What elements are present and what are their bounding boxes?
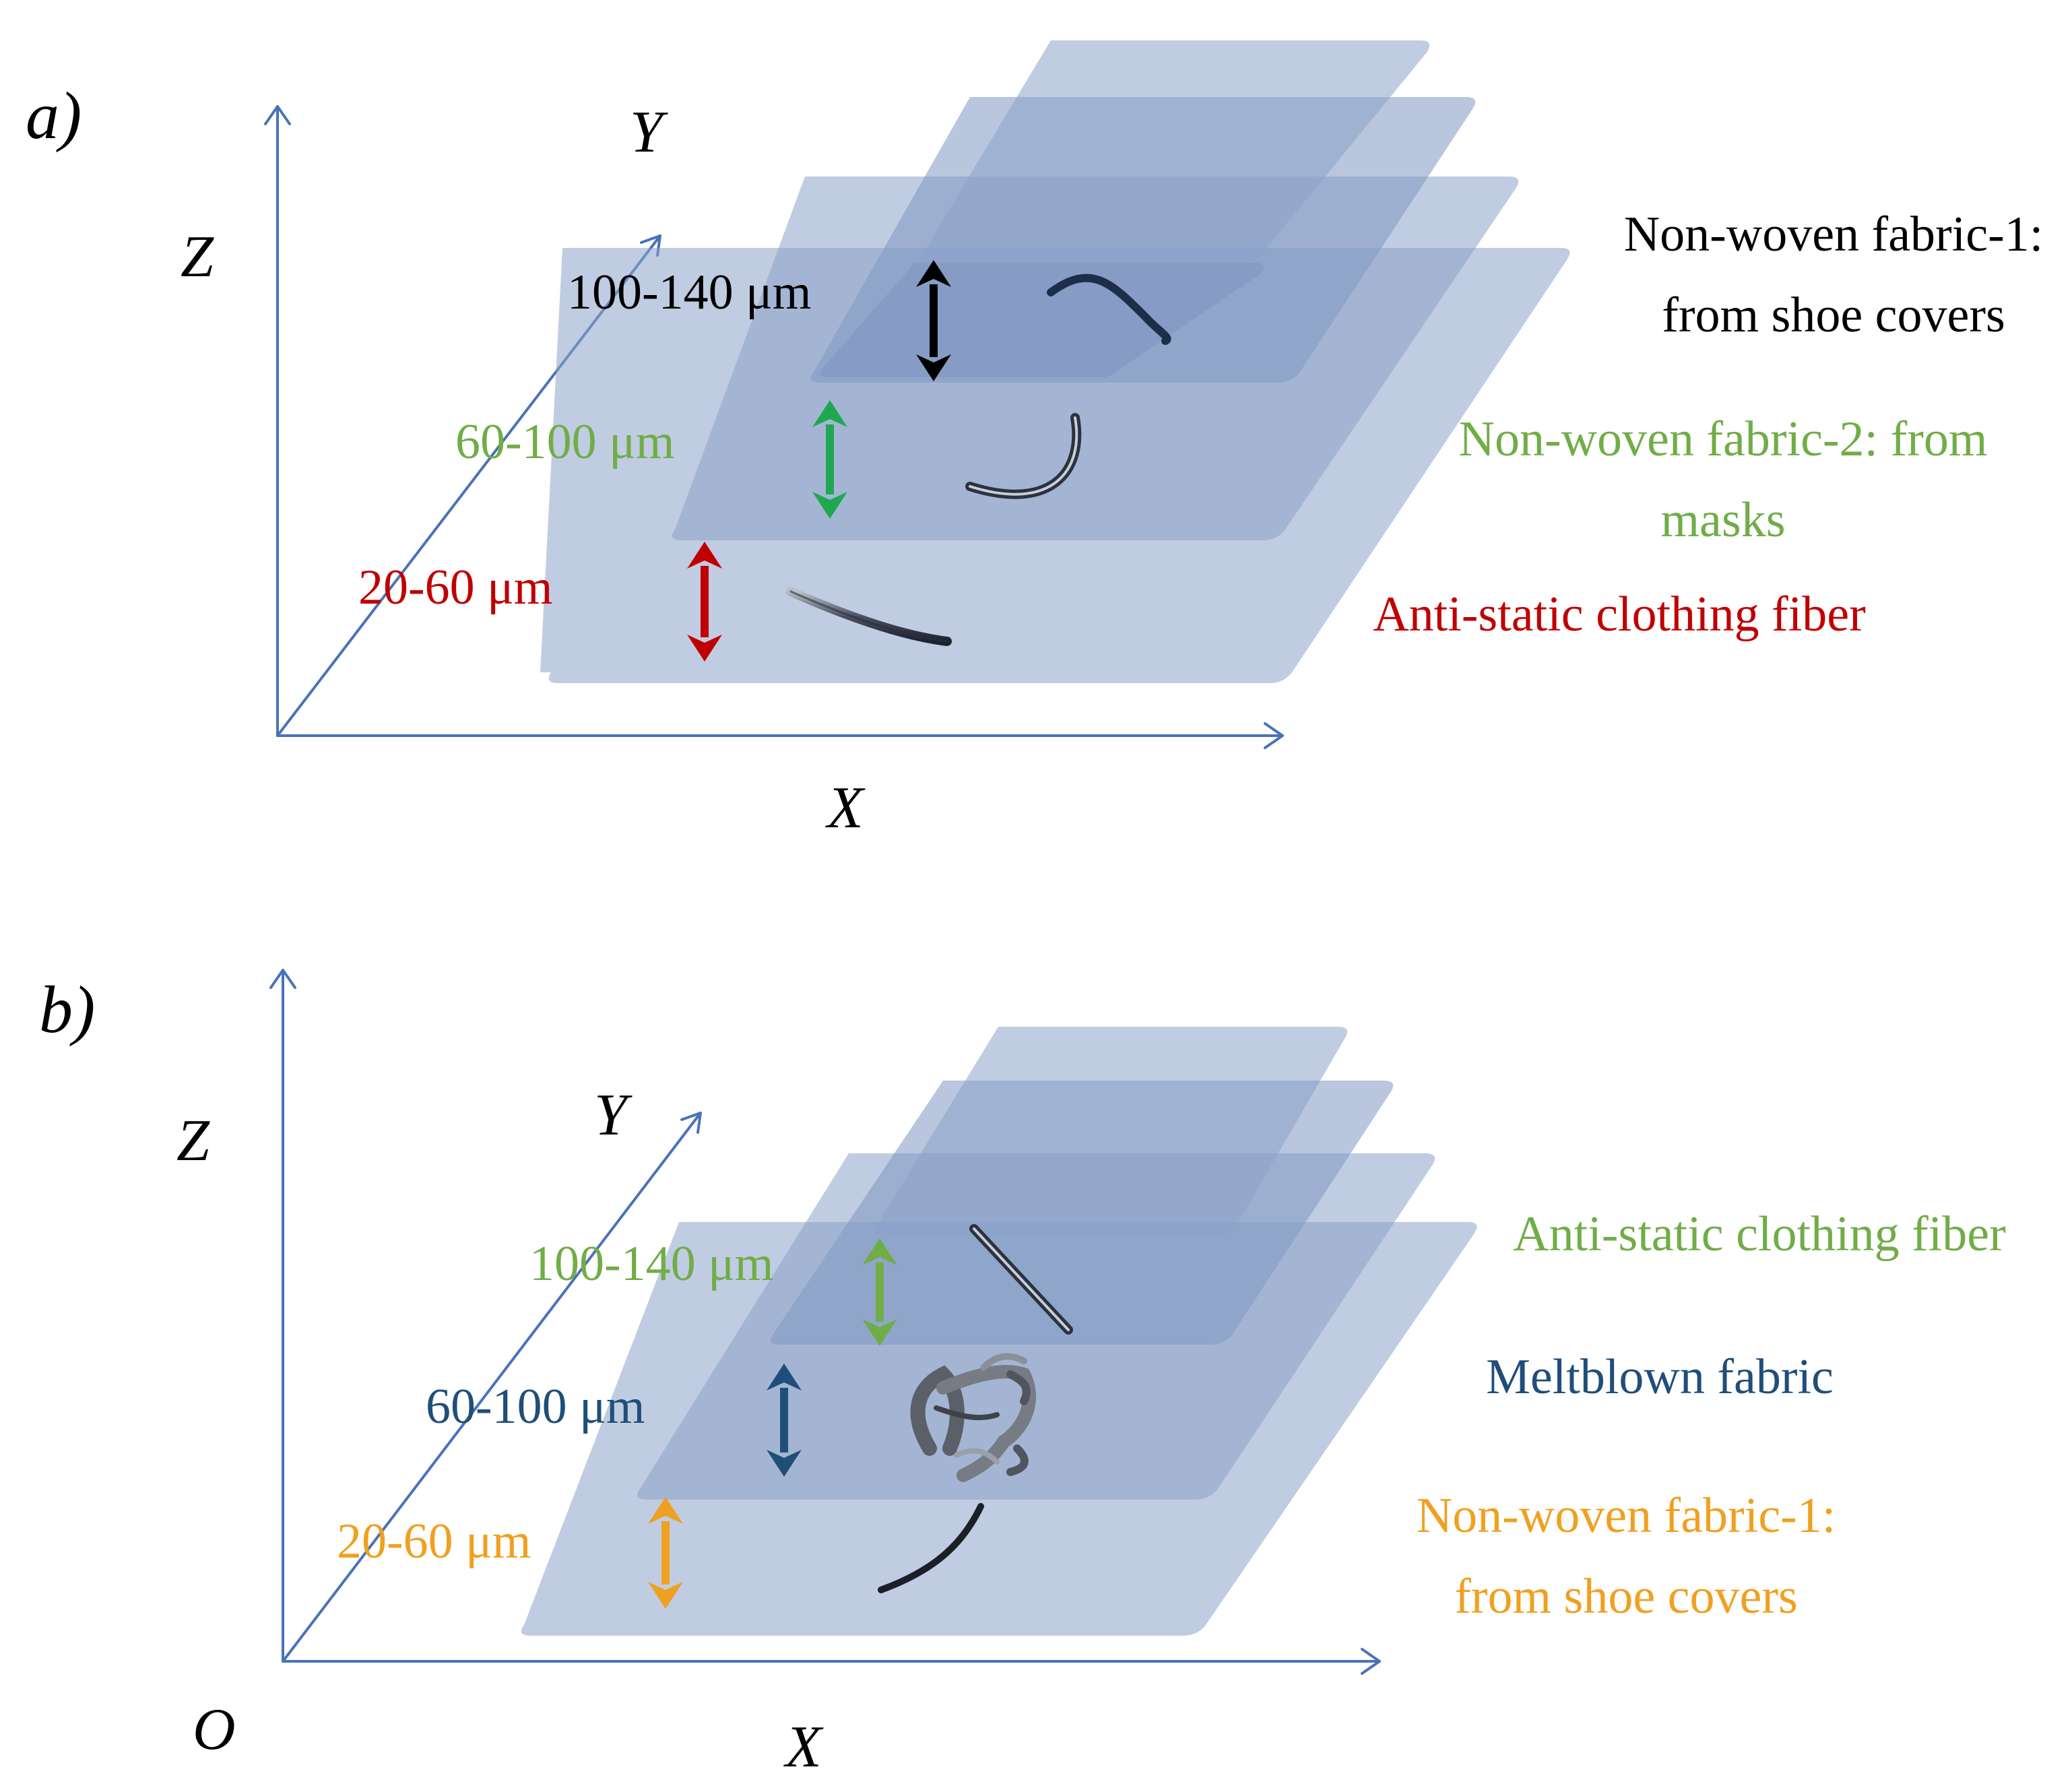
panel-b-thickness-arrow-bottom-head-bottom — [648, 1582, 683, 1609]
panel-b-thickness-arrow-top — [862, 1238, 897, 1346]
panel-a-x-label: X — [825, 775, 866, 841]
panel-a-plane-top — [919, 40, 1430, 263]
panel-b-y-label: Y — [594, 1083, 633, 1148]
panel-a: a) Z Y X — [26, 40, 2043, 841]
panel-b-thickness-label-top: 100-140 μm — [529, 1236, 773, 1291]
panel-a-layer-name-top-line2: from shoe covers — [1662, 288, 2005, 343]
panel-b-layer-name-bottom-line2: from shoe covers — [1454, 1569, 1798, 1624]
panel-b-fiber-top-highlight — [973, 1227, 1070, 1331]
panel-b-thickness-arrow-mid — [767, 1364, 802, 1477]
panel-b-x-arrowhead — [1361, 1648, 1381, 1675]
panel-b-thickness-arrow-top-head-bottom — [862, 1319, 897, 1346]
panel-a-thickness-arrow-bottom — [687, 542, 722, 662]
panel-b-thickness-label-mid: 60-100 μm — [426, 1379, 645, 1434]
panel-b-z-arrowhead — [269, 969, 296, 989]
panel-b: b) Z Y X O — [39, 969, 2006, 1780]
panel-b-origin-label: O — [193, 1697, 236, 1762]
panel-a-thickness-arrow-bottom-head-bottom — [687, 635, 722, 662]
panel-b-y-arrowhead — [680, 1112, 702, 1134]
panel-a-thickness-arrow-top-head-bottom — [916, 354, 951, 381]
panel-b-thickness-arrow-mid-head-top — [767, 1364, 802, 1390]
panel-b-y-axis — [282, 1112, 702, 1663]
panel-a-thickness-arrow-mid — [812, 400, 847, 519]
panel-b-thickness-arrow-bottom-head-top — [648, 1497, 683, 1524]
panel-b-thickness-label-bottom: 20-60 μm — [337, 1514, 531, 1569]
panel-a-fiber-bottom-outline — [789, 590, 948, 643]
panel-a-layer-name-top-line1: Non-woven fabric-1: — [1624, 207, 2044, 262]
panel-a-thickness-label-bottom: 20-60 μm — [358, 560, 552, 615]
panel-b-thickness-arrow-bottom — [648, 1497, 683, 1609]
panel-a-layer-name-bottom-line1: Anti-static clothing fiber — [1373, 587, 1866, 642]
panel-a-fibers — [786, 274, 1171, 646]
panel-a-thickness-arrow-top — [916, 260, 951, 381]
panel-b-fibers — [878, 1224, 1073, 1593]
panel-a-thickness-arrow-bottom-head-top — [687, 542, 722, 569]
panel-b-thickness-arrow-top-head-top — [862, 1238, 897, 1265]
panel-a-fiber-top — [1047, 274, 1171, 345]
panel-a-y-label: Y — [630, 100, 668, 165]
panel-b-fiber-bottom — [878, 1503, 984, 1593]
panel-b-layer-planes — [521, 1027, 1477, 1636]
panel-b-layer-name-top-line1: Anti-static clothing fiber — [1513, 1207, 2006, 1262]
panel-a-layer-name-mid-line2: masks — [1661, 492, 1786, 548]
panel-b-meltblown-fiber-cluster — [910, 1353, 1036, 1482]
panel-a-thickness-label-mid: 60-100 μm — [455, 414, 674, 470]
panel-b-x-label: X — [783, 1715, 824, 1780]
panel-a-z-label: Z — [181, 224, 214, 290]
panel-a-label: a) — [26, 78, 82, 153]
panel-b-z-label: Z — [176, 1108, 210, 1174]
panel-b-arrows — [648, 1238, 897, 1609]
panel-a-arrows — [687, 260, 951, 662]
panel-a-thickness-arrow-top-head-top — [916, 260, 951, 287]
panel-b-axes — [269, 969, 1381, 1675]
panel-a-layer-name-mid-line1: Non-woven fabric-2: from — [1459, 412, 1988, 467]
panel-b-plane-top — [874, 1027, 1348, 1236]
panel-b-label: b) — [39, 972, 95, 1047]
panel-a-thickness-arrow-mid-head-bottom — [812, 492, 847, 519]
panel-b-thickness-arrow-mid-head-bottom — [767, 1450, 802, 1477]
panel-b-layer-name-mid-line1: Meltblown fabric — [1486, 1349, 1834, 1405]
panel-a-fiber-mid-highlight — [969, 416, 1078, 496]
panel-a-x-arrowhead — [1264, 722, 1284, 749]
panel-b-layer-name-bottom-line1: Non-woven fabric-1: — [1417, 1488, 1836, 1543]
panel-a-thickness-label-top: 100-140 μm — [567, 265, 811, 320]
panel-a-thickness-arrow-mid-head-top — [812, 400, 847, 427]
panel-a-z-arrowhead — [264, 105, 291, 125]
